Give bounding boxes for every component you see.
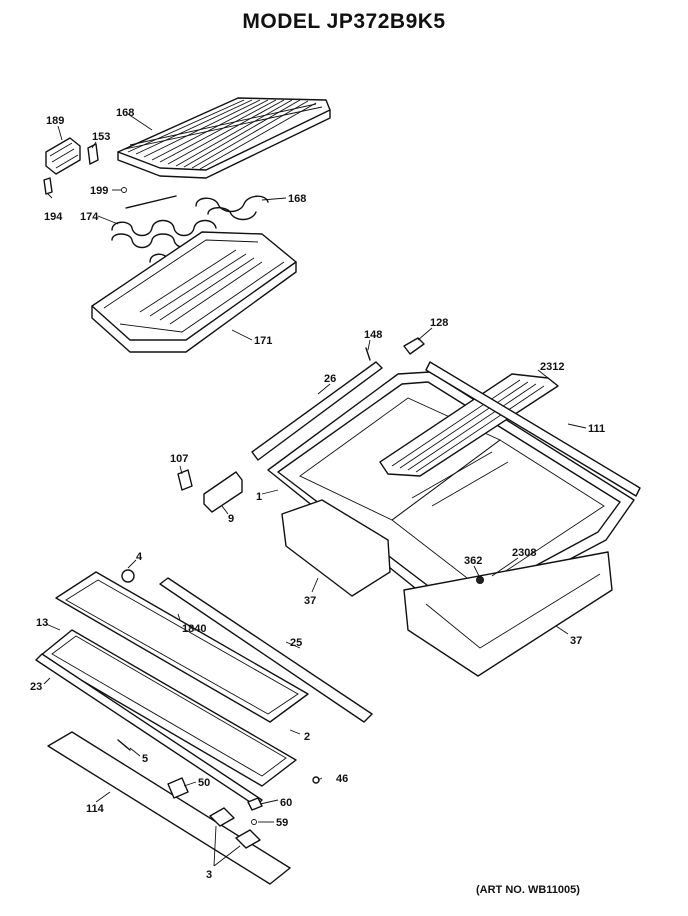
label-5: 5 (142, 753, 148, 765)
label-26: 26 (324, 373, 336, 385)
part-60 (247, 797, 263, 811)
side-trim-111 (425, 361, 641, 497)
label-171: 171 (254, 335, 272, 347)
diagram-title: MODEL JP372B9K5 (242, 10, 446, 33)
cooktop-frame (267, 371, 635, 613)
part-labels: 189 153 168 199 168 174 194 171 148 128 … (30, 107, 605, 881)
well-pan-left (281, 499, 391, 597)
part-4-knob (121, 569, 135, 583)
side-trim-26 (251, 361, 383, 461)
label-13: 13 (36, 617, 48, 629)
panel-bar-25 (159, 577, 373, 723)
label-168-element: 168 (288, 193, 306, 205)
control-plate-2 (39, 629, 297, 787)
label-189: 189 (46, 115, 64, 127)
part-189-switch (45, 137, 81, 175)
art-number: (ART NO. WB11005) (476, 884, 580, 896)
heating-element (111, 195, 269, 269)
label-153: 153 (92, 131, 110, 143)
bottom-rail-114 (47, 731, 291, 885)
label-2312: 2312 (540, 361, 564, 373)
label-4: 4 (136, 551, 143, 563)
label-50: 50 (198, 777, 210, 789)
part-9-housing (203, 471, 243, 513)
part-59 (251, 819, 257, 825)
label-37-right: 37 (570, 635, 582, 647)
label-111: 111 (588, 423, 605, 435)
part-107 (177, 469, 193, 491)
label-1: 1 (256, 491, 262, 503)
label-9: 9 (228, 513, 234, 525)
drip-pan (91, 231, 297, 353)
part-50-switch (167, 777, 189, 799)
label-362: 362 (464, 555, 482, 567)
label-148: 148 (364, 329, 382, 341)
part-194-clip (43, 177, 53, 195)
label-25: 25 (290, 637, 302, 649)
label-174: 174 (80, 211, 99, 223)
grill-grate (117, 97, 331, 179)
label-128: 128 (430, 317, 448, 329)
label-37-left: 37 (304, 595, 316, 607)
label-60: 60 (280, 797, 292, 809)
label-199: 199 (90, 185, 108, 197)
label-168-top: 168 (116, 107, 134, 119)
label-2: 2 (304, 731, 310, 743)
label-23: 23 (30, 681, 42, 693)
part-128-bracket (403, 337, 425, 355)
panel-bar-23 (35, 653, 263, 807)
label-59: 59 (276, 817, 288, 829)
part-5-screw (117, 739, 131, 751)
control-panel-13 (55, 571, 309, 723)
label-3: 3 (206, 869, 212, 881)
label-2308: 2308 (512, 547, 536, 559)
vent-grille (379, 373, 559, 477)
part-199-screw (121, 187, 127, 193)
label-46: 46 (336, 773, 348, 785)
part-148 (365, 347, 371, 361)
label-107: 107 (170, 453, 188, 465)
leader-lines (43, 113, 587, 867)
part-362 (476, 576, 484, 584)
label-194: 194 (44, 211, 63, 223)
label-1840: 1840 (182, 623, 206, 635)
well-pan-right (403, 551, 613, 677)
part-3-switches (209, 807, 261, 849)
label-114: 114 (86, 803, 105, 815)
